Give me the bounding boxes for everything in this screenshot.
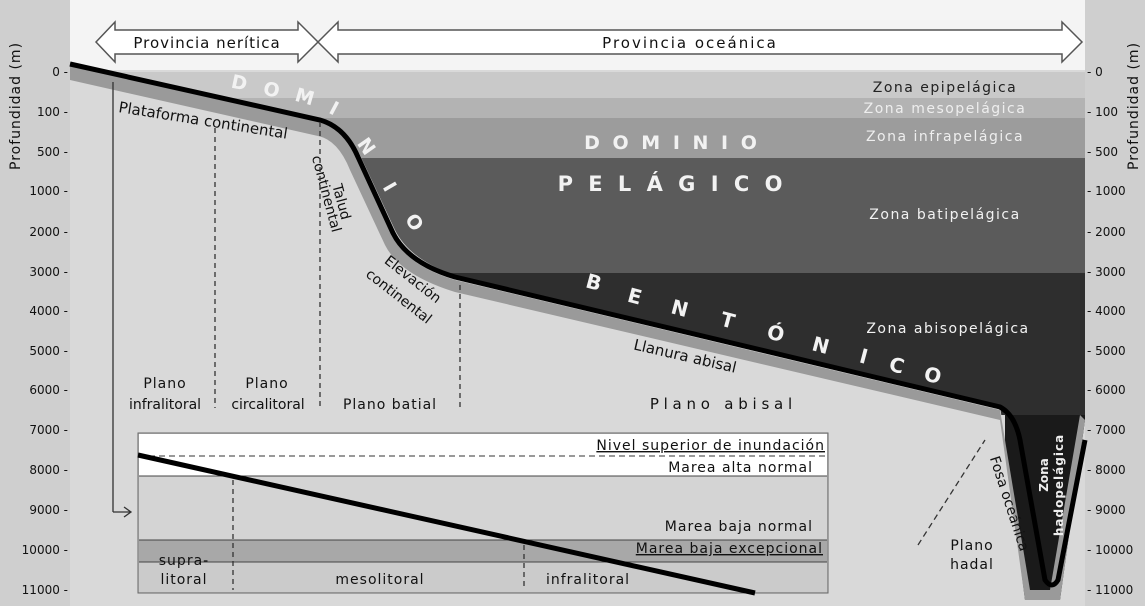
right-tick-0: - 0 bbox=[1087, 65, 1103, 79]
inset-intertidal-band bbox=[139, 476, 827, 540]
right-tick-2000: - 2000 bbox=[1087, 225, 1126, 239]
zone-mesopelagic: Zona mesopelágica bbox=[864, 101, 1027, 117]
divider-hadal bbox=[917, 439, 986, 546]
plane-abisal: P l a n o a b i s a l bbox=[650, 395, 792, 413]
right-tick-10000: - 10000 bbox=[1087, 543, 1133, 557]
left-tick-2000: 2000 - bbox=[29, 225, 68, 239]
littoral-inset: Nivel superior de inundación Marea alta … bbox=[137, 432, 829, 596]
plane-infra-1: Plano bbox=[143, 376, 186, 392]
zone-hadopelagic-2: hadopelágica bbox=[1052, 434, 1066, 536]
right-axis-ticks: - 0 - 100 - 500 - 1000 - 2000 - 3000 - 4000 - 5… bbox=[1087, 65, 1133, 597]
left-tick-4000: 4000 - bbox=[29, 304, 68, 318]
benthic-dominio-letter-1: O bbox=[261, 78, 282, 103]
left-tick-100: 100 - bbox=[37, 105, 68, 119]
left-axis-ticks: 0 - 100 - 500 - 1000 - 2000 - 3000 - 4000 - 500… bbox=[22, 65, 68, 597]
benthic-bentonico-letter-7: C bbox=[887, 352, 907, 379]
left-axis-panel bbox=[0, 0, 70, 606]
plane-hadal-2: hadal bbox=[950, 557, 994, 573]
inset-supra-1: supra- bbox=[159, 553, 209, 569]
inset-level-top: Nivel superior de inundación bbox=[596, 438, 825, 454]
left-tick-1000: 1000 - bbox=[29, 184, 68, 198]
benthic-bentonico-letter-0: B bbox=[583, 269, 604, 296]
left-tick-7000: 7000 - bbox=[29, 423, 68, 437]
left-tick-3000: 3000 - bbox=[29, 265, 68, 279]
benthic-bentonico-letter-1: E bbox=[625, 283, 644, 310]
right-tick-6000: - 6000 bbox=[1087, 383, 1126, 397]
inset-low-tide-exc: Marea baja excepcional bbox=[636, 541, 823, 557]
plane-hadal-1: Plano bbox=[950, 538, 993, 554]
inset-coast-line bbox=[137, 452, 756, 596]
axis-title-right: Profundidad (m) bbox=[1126, 42, 1142, 170]
plane-batial: Plano batial bbox=[343, 397, 437, 413]
left-tick-5000: 5000 - bbox=[29, 344, 68, 358]
oceanic-label: Provincia oceánica bbox=[602, 34, 778, 52]
seafloor-profile-line bbox=[69, 61, 1088, 588]
divider-arrow-coast bbox=[113, 506, 133, 518]
right-axis-panel bbox=[1085, 0, 1145, 606]
inset-high-tide: Marea alta normal bbox=[668, 460, 813, 476]
right-tick-7000: - 7000 bbox=[1087, 423, 1126, 437]
inset-low-band bbox=[139, 540, 827, 562]
benthic-bentonico-letter-2: N bbox=[669, 294, 691, 322]
zone-infrapelagic: Zona infrapelágica bbox=[866, 129, 1024, 145]
zone-batipelagic: Zona batipelágica bbox=[869, 207, 1020, 223]
benthic-bentonico-letter-5: N bbox=[810, 331, 832, 359]
inset-meso: mesolitoral bbox=[335, 572, 424, 588]
zone-abisopelagic: Zona abisopelágica bbox=[866, 321, 1029, 337]
benthic-bentonico-letter-3: T bbox=[718, 307, 738, 334]
right-tick-8000: - 8000 bbox=[1087, 463, 1126, 477]
benthic-bentonico-letter-4: Ó bbox=[764, 319, 787, 347]
oceanic-arrow bbox=[316, 20, 1084, 64]
plane-infra-2: infralitoral bbox=[129, 397, 201, 413]
benthic-bentonico-letter-8: O bbox=[921, 361, 944, 389]
left-tick-6000: 6000 - bbox=[29, 383, 68, 397]
left-tick-8000: 8000 - bbox=[29, 463, 68, 477]
inset-infra: infralitoral bbox=[546, 572, 630, 588]
right-tick-500: - 500 bbox=[1087, 145, 1118, 159]
inset-low-tide: Marea baja normal bbox=[665, 519, 813, 535]
right-tick-3000: - 3000 bbox=[1087, 265, 1126, 279]
band-epipelagic bbox=[70, 72, 1085, 98]
plane-circa-1: Plano bbox=[245, 376, 288, 392]
right-tick-9000: - 9000 bbox=[1087, 503, 1126, 517]
inset-bottom-band bbox=[139, 562, 827, 592]
inset-supra-2: litoral bbox=[160, 572, 207, 588]
right-tick-100: - 100 bbox=[1087, 105, 1118, 119]
left-tick-10000: 10000 - bbox=[22, 543, 68, 557]
plane-circa-2: circalitoral bbox=[231, 397, 304, 413]
left-tick-500: 500 - bbox=[37, 145, 68, 159]
left-tick-9000: 9000 - bbox=[29, 503, 68, 517]
right-tick-1000: - 1000 bbox=[1087, 184, 1126, 198]
domain-pelagic-2: P E L Á G I C O bbox=[558, 171, 787, 196]
left-tick-11000: 11000 - bbox=[22, 583, 68, 597]
left-tick-0: 0 - bbox=[52, 65, 68, 79]
right-tick-4000: - 4000 bbox=[1087, 304, 1126, 318]
inset-white-band bbox=[139, 434, 827, 476]
zone-epipelagic: Zona epipelágica bbox=[873, 80, 1017, 96]
neritic-label: Provincia nerítica bbox=[133, 34, 280, 52]
band-mesopelagic bbox=[70, 98, 1085, 118]
zone-hadopelagic-1: Zona bbox=[1037, 458, 1051, 492]
benthic-dominio-letter-0: D bbox=[229, 71, 249, 96]
right-tick-5000: - 5000 bbox=[1087, 344, 1126, 358]
right-tick-11000: - 11000 bbox=[1087, 583, 1133, 597]
axis-title-left: Profundidad (m) bbox=[8, 42, 24, 170]
domain-pelagic-1: D O M I N I O bbox=[584, 132, 760, 154]
